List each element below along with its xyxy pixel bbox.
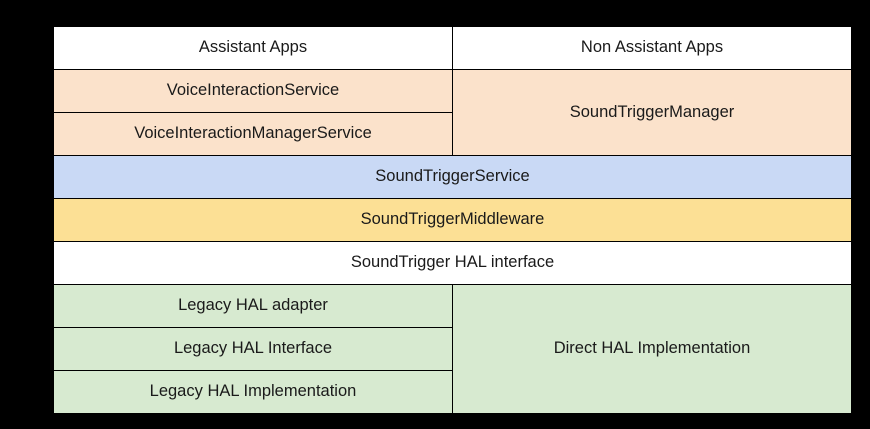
cell-sound-trigger-hal-interface: SoundTrigger HAL interface [53, 241, 852, 285]
table-row-sound-trigger-service: SoundTriggerService [53, 155, 852, 199]
table-row-sound-trigger-middleware: SoundTriggerMiddleware [53, 198, 852, 242]
table-row-legacy-hal-adapter: Legacy HAL adapter Direct HAL Implementa… [53, 284, 852, 414]
table-row-voice-interaction-service: VoiceInteractionService SoundTriggerMana… [53, 69, 852, 156]
table-row-legacy-hal-implementation: Legacy HAL Implementation [53, 370, 852, 414]
cell-sound-trigger-service: SoundTriggerService [53, 155, 852, 199]
cell-legacy-hal-interface: Legacy HAL Interface [53, 327, 453, 371]
table-row-voice-interaction-manager-service: VoiceInteractionManagerService [53, 112, 852, 156]
column-header-assistant-apps: Assistant Apps [53, 26, 453, 70]
table-row-legacy-hal-interface: Legacy HAL Interface [53, 327, 852, 371]
column-header-non-assistant-apps: Non Assistant Apps [452, 26, 852, 70]
cell-direct-hal-implementation: Direct HAL Implementation [452, 284, 852, 414]
cell-legacy-hal-adapter: Legacy HAL adapter [53, 284, 453, 328]
cell-voice-interaction-manager-service: VoiceInteractionManagerService [53, 112, 453, 156]
cell-sound-trigger-middleware: SoundTriggerMiddleware [53, 198, 852, 242]
table-row-sound-trigger-hal-interface: SoundTrigger HAL interface [53, 241, 852, 285]
cell-legacy-hal-implementation: Legacy HAL Implementation [53, 370, 453, 414]
layer-stack-table: Assistant Apps Non Assistant Apps VoiceI… [53, 26, 852, 414]
cell-voice-interaction-service: VoiceInteractionService [53, 69, 453, 113]
cell-sound-trigger-manager: SoundTriggerManager [452, 69, 852, 156]
table-row-headers: Assistant Apps Non Assistant Apps [53, 26, 852, 70]
